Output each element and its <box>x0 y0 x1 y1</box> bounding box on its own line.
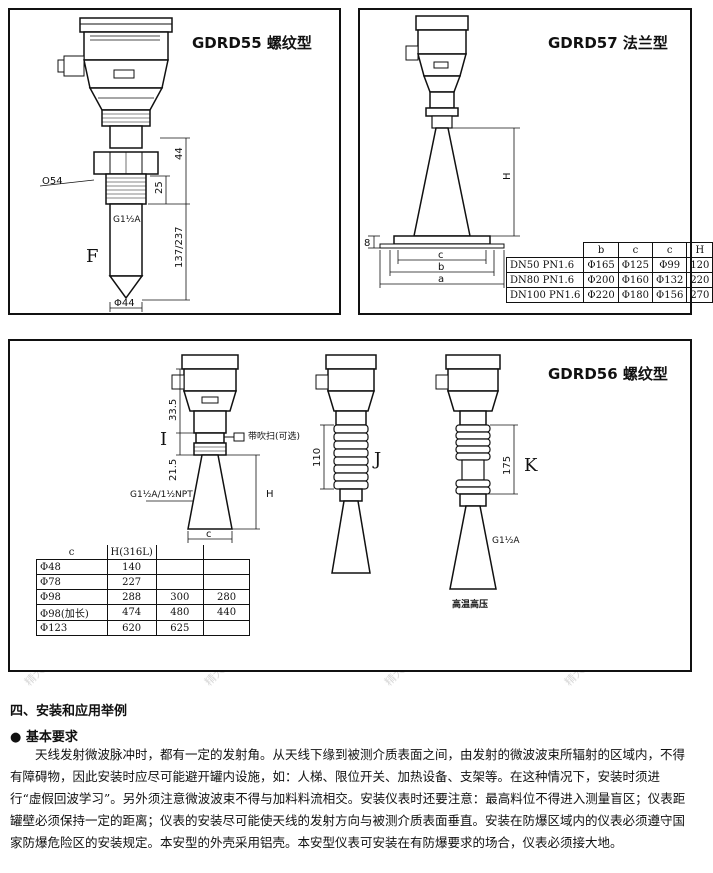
section-subheading: ● 基本要求 <box>10 730 78 745</box>
gdrd56-drawing: 33.5 21.5 H I 带吹扫(可选) G1½A/1½NPT c 110 J <box>130 354 538 610</box>
label-b: b <box>438 262 444 273</box>
table-row: Φ98 288 300 280 <box>36 589 251 605</box>
section-paragraph: 天线发射微波脉冲时，都有一定的发射角。从天线下缘到被测介质表面之间，由发射的微波… <box>10 747 686 850</box>
label-purge: 带吹扫(可选) <box>248 430 300 442</box>
panel-title: GDRD55 螺纹型 <box>192 34 312 52</box>
table-cell: 620 <box>106 620 157 636</box>
table-cell: Φ98(加长) <box>36 604 108 621</box>
label-i: I <box>160 429 167 450</box>
label-j: J <box>372 449 381 470</box>
gdrd57-drawing: H 8 c b a <box>364 15 520 288</box>
table-cell: 300 <box>155 589 204 605</box>
table-cell: Φ78 <box>36 574 108 590</box>
table-header-cell: c <box>617 242 654 258</box>
table-header-cell: c <box>652 242 688 258</box>
table-cell: Φ200 <box>583 272 619 288</box>
label-o54: O54 <box>42 176 63 187</box>
table-cell <box>155 574 204 590</box>
table-row: Φ98(加长) 474 480 440 <box>36 604 251 621</box>
table-cell <box>155 559 204 575</box>
table-header-row: b c c H <box>506 242 713 258</box>
table-cell: Φ125 <box>617 257 654 273</box>
label-eight: 8 <box>364 238 370 249</box>
label-c: c <box>438 250 444 261</box>
table-cell <box>202 559 251 575</box>
table-cell: DN80 PN1.6 <box>505 272 585 288</box>
table-cell: 120 <box>686 257 713 273</box>
antenna-size-table: c H(316L) Φ48 140 Φ78 227 Φ98 288 300 28… <box>36 545 251 636</box>
table-cell: Φ180 <box>617 287 654 303</box>
table-cell: 474 <box>106 604 157 621</box>
table-header-cell <box>506 242 585 258</box>
table-cell <box>202 574 251 590</box>
gdrd55-drawing: 44 25 137/237 O54 F G1½A Φ44 <box>39 17 190 312</box>
table-cell: 220 <box>686 272 713 288</box>
table-cell: Φ165 <box>583 257 619 273</box>
table-row: DN50 PN1.6 Φ165 Φ125 Φ99 120 <box>505 257 713 273</box>
table-cell: Φ98 <box>36 589 108 605</box>
dim-44: 44 <box>174 147 185 160</box>
table-row: Φ78 227 <box>36 574 251 590</box>
table-header-row: c H(316L) <box>36 545 250 560</box>
table-row: Φ123 620 625 <box>36 620 251 636</box>
dim-33-5: 33.5 <box>168 399 179 421</box>
table-cell: Φ48 <box>36 559 108 575</box>
table-cell: Φ123 <box>36 620 108 636</box>
panel-title: GDRD57 法兰型 <box>548 34 668 52</box>
table-cell <box>202 620 251 636</box>
label-f: F <box>86 246 99 267</box>
table-cell: Φ156 <box>652 287 688 303</box>
label-h: H <box>502 172 513 180</box>
panel-title: GDRD56 螺纹型 <box>548 365 668 383</box>
table-header-cell: H <box>686 242 713 258</box>
label-thread: G1½A <box>113 215 141 225</box>
dim-110: 110 <box>312 448 323 467</box>
table-cell: DN100 PN1.6 <box>505 287 585 303</box>
dim-175: 175 <box>502 456 513 475</box>
table-cell: 288 <box>106 589 157 605</box>
table-cell: Φ160 <box>617 272 654 288</box>
table-header-cell: b <box>583 242 619 258</box>
panel-gdrd56: GDRD56 螺纹型 33.5 21.5 H I 带吹 <box>8 339 692 672</box>
table-cell: 625 <box>155 620 204 636</box>
table-cell: 480 <box>155 604 204 621</box>
table-header-cell <box>202 545 250 560</box>
label-thread-i: G1½A/1½NPT <box>130 490 193 500</box>
table-cell: DN50 PN1.6 <box>505 257 585 273</box>
table-cell: 280 <box>202 589 251 605</box>
label-high-temp-pressure: 高温高压 <box>452 598 488 610</box>
dim-25: 25 <box>154 181 165 194</box>
label-h: H <box>266 489 274 500</box>
dim-21-5: 21.5 <box>168 459 179 481</box>
table-cell: Φ132 <box>652 272 688 288</box>
panel-gdrd55: GDRD55 螺纹型 <box>8 8 341 315</box>
label-thread-k: G1½A <box>492 536 520 546</box>
table-cell: Φ99 <box>652 257 688 273</box>
label-c: c <box>206 529 212 540</box>
table-cell: 440 <box>202 604 251 621</box>
table-header-cell <box>155 545 204 560</box>
panel-gdrd57: GDRD57 法兰型 H 8 c b <box>358 8 713 315</box>
table-header-cell: H(316L) <box>106 545 157 560</box>
table-cell: Φ220 <box>583 287 619 303</box>
table-cell: 270 <box>686 287 713 303</box>
label-k: K <box>524 455 538 476</box>
dim-137-237: 137/237 <box>174 226 185 268</box>
table-cell: 140 <box>106 559 157 575</box>
section-heading: 四、安装和应用举例 <box>10 704 128 719</box>
label-d44: Φ44 <box>114 298 135 309</box>
table-cell: 227 <box>106 574 157 590</box>
table-header-cell: c <box>36 545 108 560</box>
table-row: DN100 PN1.6 Φ220 Φ180 Φ156 270 <box>505 287 713 303</box>
flange-size-table: b c c H DN50 PN1.6 Φ165 Φ125 Φ99 120 DN8… <box>505 242 713 303</box>
table-row: Φ48 140 <box>36 559 251 575</box>
table-row: DN80 PN1.6 Φ200 Φ160 Φ132 220 <box>505 272 713 288</box>
label-a: a <box>438 274 444 285</box>
